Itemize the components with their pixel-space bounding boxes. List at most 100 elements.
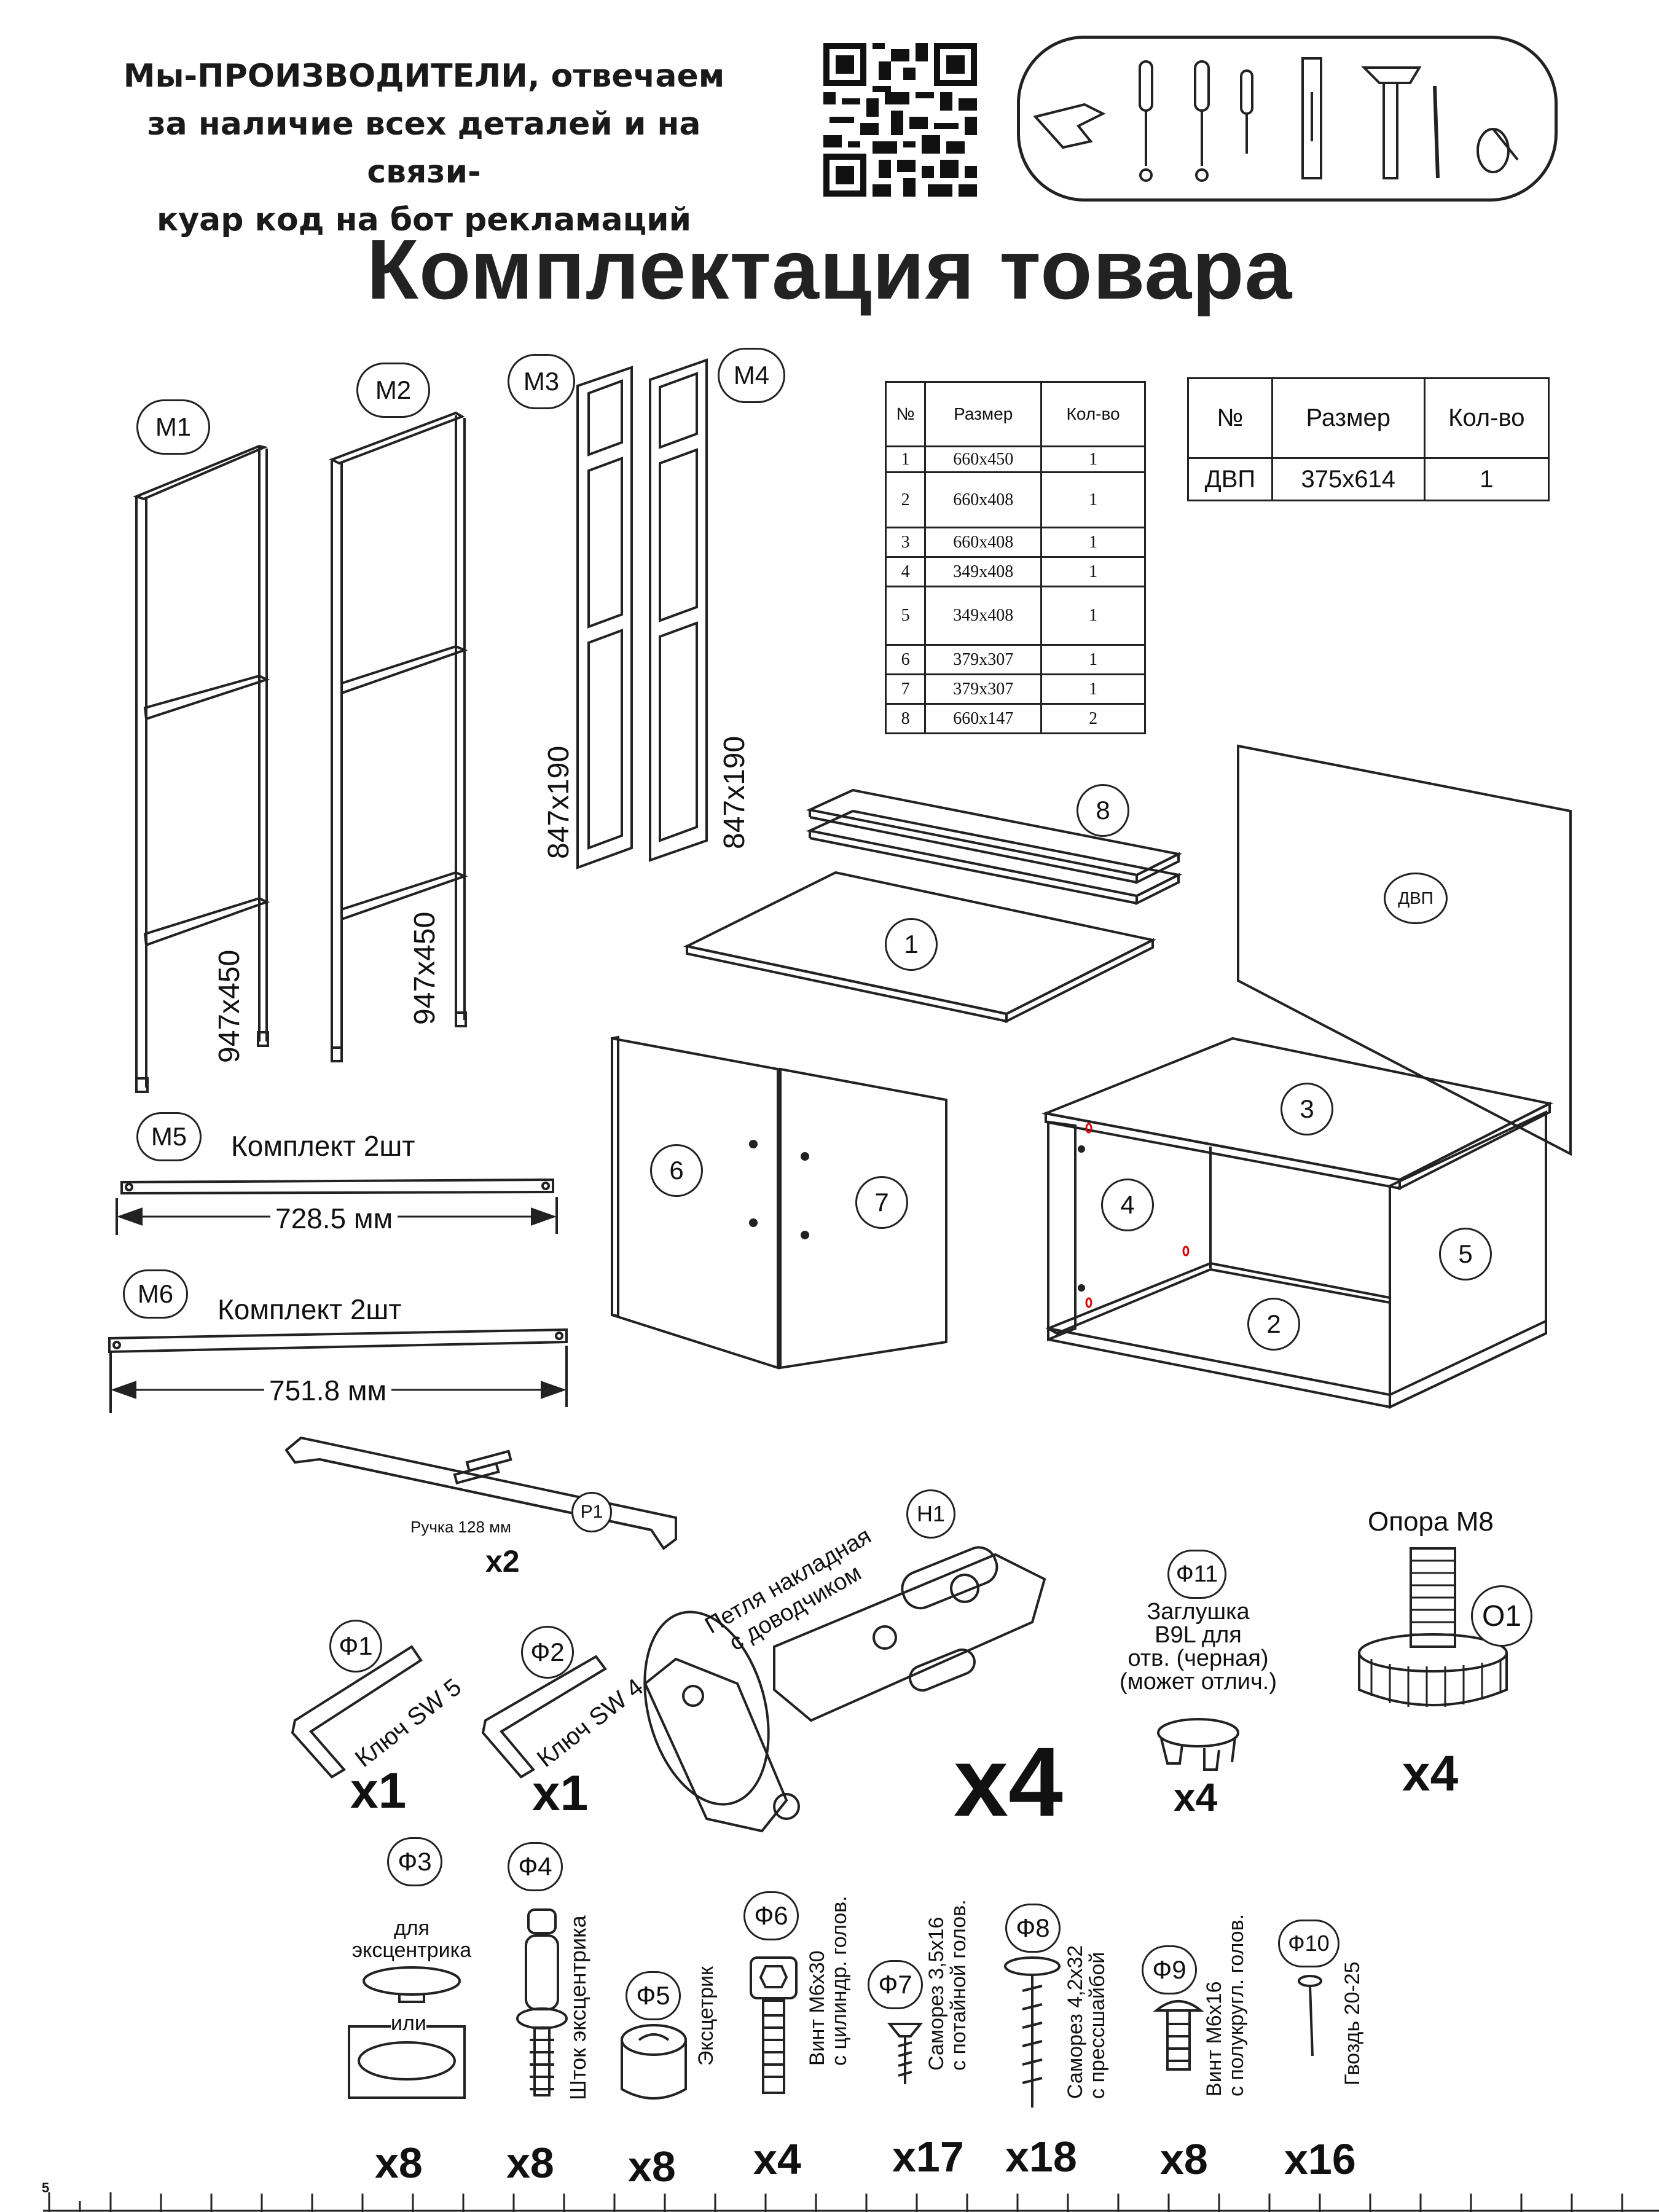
f3-or: или bbox=[391, 2012, 426, 2036]
f3-line2: эксцентрика bbox=[351, 1939, 472, 1962]
label-panel-6: 6 bbox=[650, 1144, 703, 1197]
f3-line1: для bbox=[393, 1916, 430, 1940]
cam-f5 bbox=[621, 2024, 687, 2100]
f9-description: Винт М6х16 с полукругл. голов. bbox=[1202, 1913, 1248, 2096]
screw-f8 bbox=[1004, 1956, 1061, 2108]
screw-f7 bbox=[887, 2023, 924, 2084]
cabinet-box bbox=[1041, 1037, 1554, 1410]
f11-line3: отв. (черная) bbox=[1128, 1645, 1269, 1671]
manufacturer-note-line3: куар код на бот рекламаций bbox=[156, 202, 692, 238]
f4-quantity: x8 bbox=[506, 2139, 554, 2187]
table-cell: 1 bbox=[1040, 445, 1146, 473]
screw-f9 bbox=[1153, 2000, 1204, 2071]
f3-description: для эксцентрика bbox=[344, 1917, 479, 1961]
label-panel-1: 1 bbox=[885, 918, 938, 971]
qr-code[interactable] bbox=[823, 43, 977, 197]
table-header-cell: Размер bbox=[924, 381, 1043, 447]
table-cell: 1 bbox=[1040, 471, 1146, 528]
m6-length: 751.8 мм bbox=[264, 1374, 392, 1407]
m6-kit-text: Комплект 2шт bbox=[218, 1293, 402, 1325]
tools-icons bbox=[1033, 57, 1519, 182]
label-panel-2: 2 bbox=[1247, 1298, 1300, 1351]
foot-o1 bbox=[1358, 1547, 1508, 1707]
label-panel-8: 8 bbox=[1077, 784, 1129, 837]
dvp-table: № Размер Кол-во ДВП 375x614 1 bbox=[1187, 377, 1550, 501]
page-title: Комплектация товара bbox=[366, 222, 1293, 317]
manufacturer-note-line1: Мы-ПРОИЗВОДИТЕЛИ, отвечаем bbox=[123, 58, 725, 95]
f1-quantity: x1 bbox=[350, 1763, 407, 1819]
ruler-mark: 5 bbox=[42, 2180, 50, 2195]
table-cell: 660x450 bbox=[924, 445, 1043, 473]
tools-panel bbox=[1017, 36, 1558, 202]
table-header-cell: № bbox=[884, 381, 927, 447]
table-cell: 1 bbox=[1040, 556, 1146, 587]
f6-description: Винт М6х30 с цилиндр. голов. bbox=[806, 1896, 851, 2066]
label-m1: M1 bbox=[136, 399, 210, 455]
table-cell: 349x408 bbox=[924, 586, 1043, 646]
table-cell: 375x614 bbox=[1271, 457, 1426, 501]
f10-quantity: x16 bbox=[1284, 2135, 1356, 2183]
f7-line2: с потайной голов. bbox=[947, 1899, 970, 2071]
label-f3: Ф3 bbox=[387, 1837, 442, 1886]
label-panel-4: 4 bbox=[1101, 1179, 1154, 1231]
frame-m1 bbox=[133, 444, 270, 1093]
frame-m3 bbox=[576, 366, 633, 869]
table-header-cell: Размер bbox=[1271, 377, 1426, 459]
panel-1 bbox=[683, 871, 1156, 1024]
dimension-m2: 947x450 bbox=[409, 911, 441, 1025]
f3-quantity: x8 bbox=[375, 2139, 423, 2187]
label-dvp: ДВП bbox=[1384, 873, 1448, 924]
hinge-h1 bbox=[643, 1546, 1046, 1833]
table-header-row: № Размер Кол-во bbox=[1187, 377, 1550, 459]
hex-key-f2 bbox=[481, 1655, 607, 1779]
table-cell: 1 bbox=[1423, 457, 1550, 501]
f8-description: Саморез 4,2х32 с прессшайбой bbox=[1064, 1945, 1109, 2099]
f7-quantity: x17 bbox=[892, 2133, 964, 2181]
f8-quantity: x18 bbox=[1005, 2133, 1077, 2181]
ruler bbox=[43, 2192, 1659, 2212]
shelf-8 bbox=[806, 788, 1183, 906]
table-cell: 5 bbox=[884, 586, 927, 646]
f6-quantity: x4 bbox=[753, 2135, 801, 2183]
f4-name: Шток эксцентрика bbox=[565, 1915, 590, 2100]
label-f7: Ф7 bbox=[868, 1960, 923, 2009]
label-panel-7: 7 bbox=[855, 1176, 908, 1229]
table-cell: 660x408 bbox=[924, 527, 1043, 558]
door-7 bbox=[779, 1067, 947, 1370]
f11-line1: Заглушка bbox=[1147, 1599, 1250, 1625]
table-cell: 1 bbox=[884, 445, 927, 473]
label-m6: M6 bbox=[123, 1269, 188, 1319]
table-cell: 349x408 bbox=[924, 556, 1043, 587]
table-cell: ДВП bbox=[1187, 457, 1273, 501]
label-f2: Ф2 bbox=[521, 1626, 574, 1679]
f9-line1: Винт М6х16 bbox=[1202, 1981, 1226, 2096]
f2-quantity: x1 bbox=[532, 1765, 589, 1821]
label-m2: M2 bbox=[356, 363, 430, 418]
f6-line2: с цилиндр. голов. bbox=[828, 1896, 851, 2066]
frame-m4 bbox=[649, 358, 708, 862]
table-cell: 6 bbox=[884, 644, 927, 675]
label-f6: Ф6 bbox=[743, 1891, 799, 1940]
table-header-cell: Кол-во bbox=[1423, 377, 1550, 459]
f11-description: Заглушка B9L для отв. (черная) (может от… bbox=[1100, 1600, 1296, 1693]
f9-line2: с полукругл. голов. bbox=[1225, 1913, 1248, 2096]
f7-description: Саморез 3,5х16 с потайной голов. bbox=[925, 1899, 970, 2071]
o1-title: Опора М8 bbox=[1368, 1507, 1494, 1537]
table-header-cell: Кол-во bbox=[1040, 381, 1146, 447]
table-cell: 8 bbox=[884, 703, 927, 734]
table-cell: 3 bbox=[884, 527, 927, 558]
table-cell: 660x147 bbox=[924, 703, 1043, 734]
table-cell: 660x408 bbox=[924, 471, 1043, 528]
dimension-m4: 847x190 bbox=[718, 735, 751, 849]
table-cell: 1 bbox=[1040, 673, 1146, 705]
label-m5: M5 bbox=[136, 1112, 202, 1161]
label-p1: P1 bbox=[571, 1492, 612, 1532]
table-cell: 1 bbox=[1040, 644, 1146, 675]
table-cell: 379x307 bbox=[924, 644, 1043, 675]
